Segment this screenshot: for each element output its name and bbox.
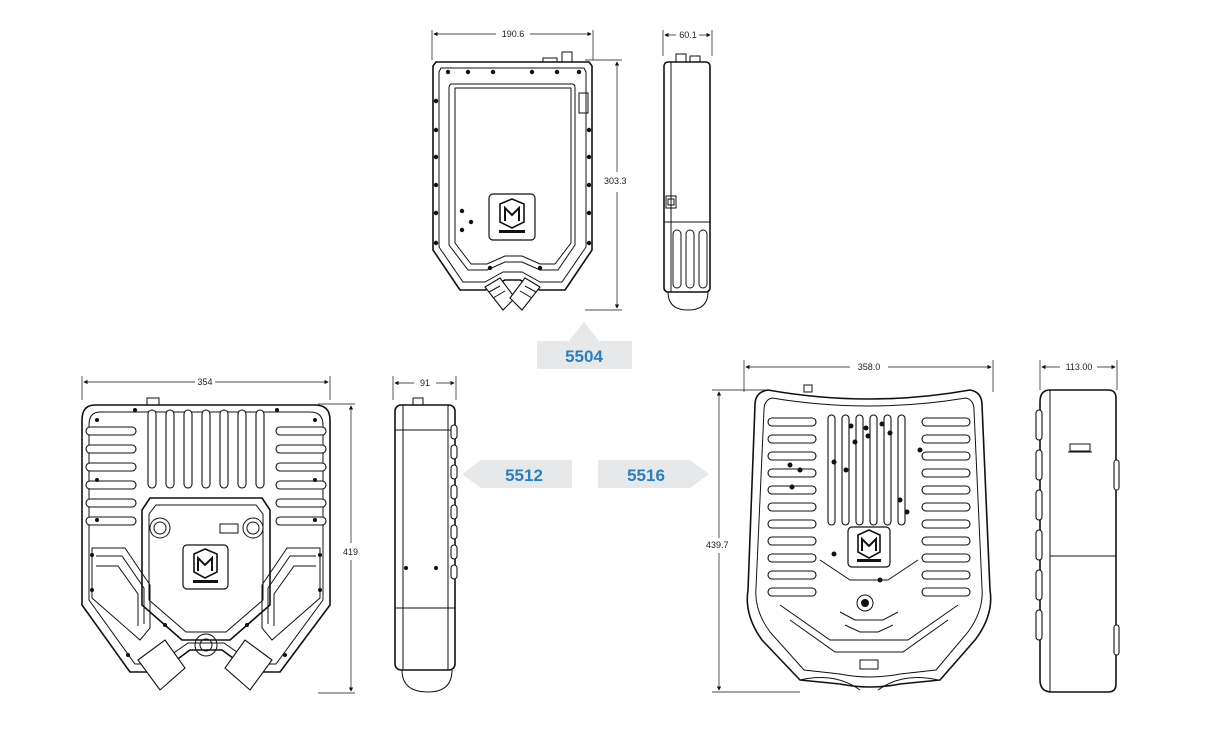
dim-5512-width: 354 [197, 377, 212, 387]
label-5512: 5512 [462, 460, 572, 488]
label-5504: 5504 [537, 322, 632, 369]
dim-5516-height: 439.7 [706, 540, 729, 550]
usb-port-icon [219, 523, 239, 534]
svg-text:5516: 5516 [627, 466, 665, 485]
usb-port-icon [578, 92, 589, 114]
device-5504-side-view: 60.1 [662, 30, 713, 311]
svg-text:5512: 5512 [505, 466, 543, 485]
logo-badge-icon [847, 526, 891, 568]
device-5504-front-view: 190.6 303.3 [431, 29, 627, 311]
usb-port-icon [1069, 443, 1091, 452]
dim-5516-depth: 113.00 [1066, 362, 1093, 372]
label-5516: 5516 [598, 460, 709, 488]
device-5512-front-view: 354 419 [81, 376, 358, 694]
dim-5512-depth: 91 [420, 378, 430, 388]
antenna-connector-icon [856, 594, 874, 612]
dim-5504-height: 303.3 [604, 176, 627, 186]
dim-5504-width: 190.6 [502, 29, 525, 39]
svg-text:5504: 5504 [565, 347, 603, 366]
device-5516-front-view: 358.0 439.7 [706, 360, 994, 693]
logo-badge-icon [182, 544, 229, 590]
dim-5512-height: 419 [343, 547, 358, 557]
logo-badge-icon [488, 193, 536, 241]
dim-5504-depth: 60.1 [679, 30, 697, 40]
device-5516-side-view: 113.00 [1035, 360, 1120, 693]
dim-5516-width: 358.0 [858, 362, 881, 372]
device-5512-side-view: 91 [392, 376, 458, 693]
